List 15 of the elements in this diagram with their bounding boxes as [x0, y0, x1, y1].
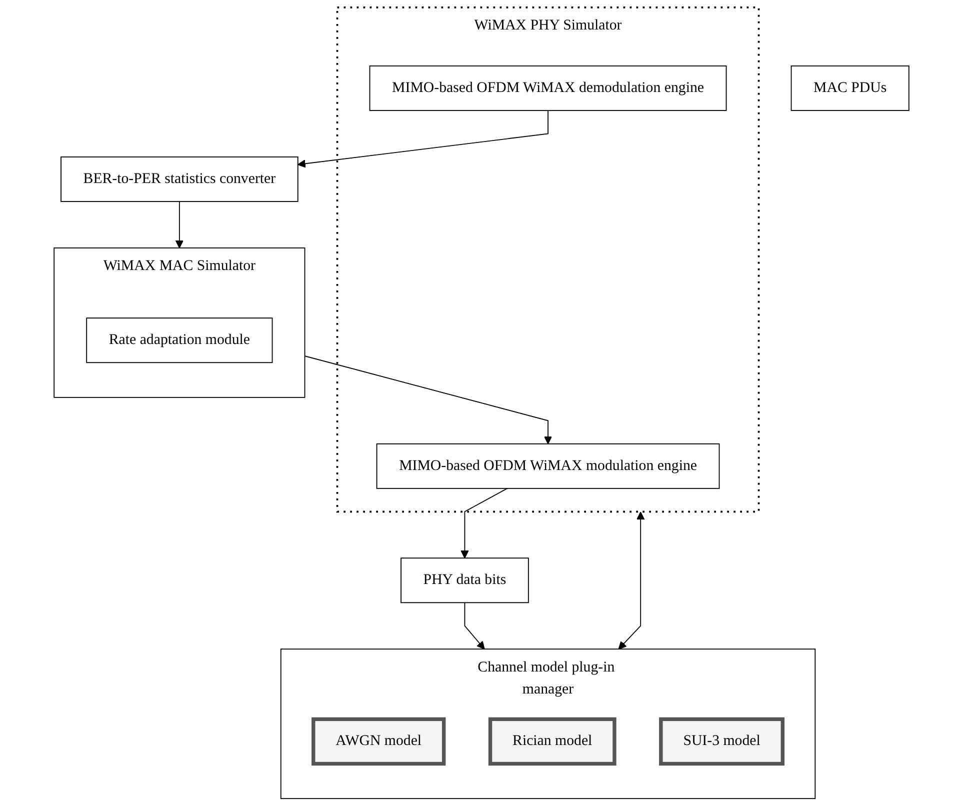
node-box: MIMO-based OFDM WiMAX demodulation engine	[369, 65, 727, 111]
arrow	[618, 512, 645, 650]
arrow	[464, 602, 485, 650]
arrow	[460, 488, 508, 558]
node-box: MAC PDUs	[790, 65, 910, 111]
node-box: SUI-3 model	[659, 717, 784, 766]
node-box: MIMO-based OFDM WiMAX modulation engine	[376, 443, 720, 489]
node-box: AWGN model	[312, 717, 446, 766]
arrow	[175, 201, 184, 248]
node-box: Rician model	[488, 717, 616, 766]
node-box: PHY data bits	[400, 558, 529, 604]
node-box: Rate adaptation module	[86, 318, 273, 364]
arrow	[298, 110, 548, 168]
node-box: BER-to-PER statistics converter	[60, 156, 298, 202]
arrow	[304, 356, 552, 444]
